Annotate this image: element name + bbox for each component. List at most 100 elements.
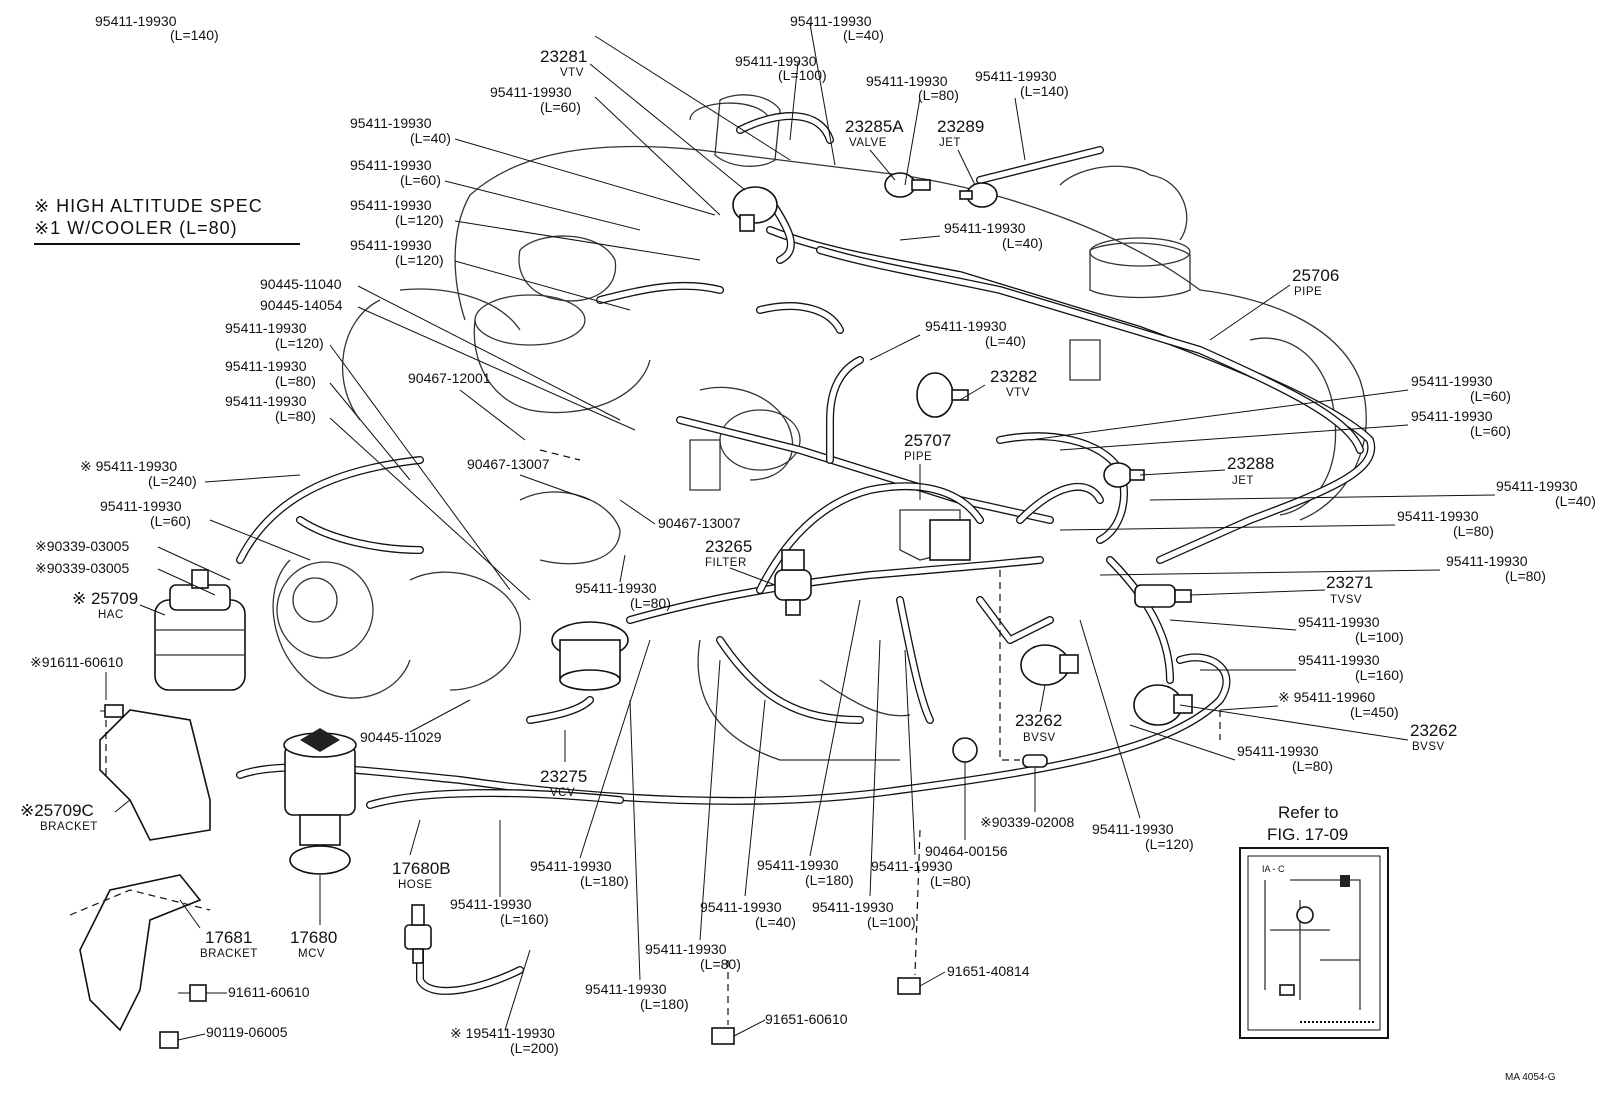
part-sublabel: (L=140) [1020, 83, 1069, 99]
tvsv-unit [1134, 584, 1192, 608]
part-sublabel: VCV [550, 787, 575, 799]
callout-h-l60-r1: 95411-19930(L=60) [1029, 373, 1511, 441]
part-number: ※ 95411-19930 [80, 458, 177, 474]
part-sublabel: (L=180) [805, 872, 854, 888]
part-sublabel: (L=80) [1505, 568, 1546, 584]
leader-line [329, 417, 531, 601]
callout-p-90339-b: ※90339-03005 [35, 560, 216, 596]
callout-p-90467-12001: 90467-12001 [408, 370, 526, 441]
leader-line [919, 971, 946, 987]
leader-line [1219, 705, 1279, 711]
part-sublabel: (L=60) [1470, 388, 1511, 404]
part-number: 90467-12001 [408, 370, 491, 386]
leader-line [409, 819, 421, 856]
callout-h-l140-right: 95411-19930(L=140) [975, 68, 1069, 161]
part-number: 95411-19930 [645, 941, 727, 957]
part-sublabel: (L=40) [755, 914, 796, 930]
part-number: 95411-19930 [1237, 743, 1319, 759]
leader-line [454, 138, 716, 216]
part-sublabel: (L=100) [778, 67, 827, 83]
clamp-90464-shape [952, 737, 978, 763]
plug-90339-02008-shape [1022, 754, 1048, 768]
bracket-25709c-shape [99, 709, 211, 841]
callout-h-l80-b: 95411-19930(L=80) [225, 358, 411, 481]
part-sublabel: (L=100) [867, 914, 916, 930]
callout-h-l40-top: 95411-19930(L=40) [790, 13, 884, 166]
callout-h-l100-r6: 95411-19930(L=100) [1169, 614, 1404, 645]
part-number: 95411-19930 [700, 899, 782, 915]
legend: ※ HIGH ALTITUDE SPEC ※1 W/COOLER (L=80) [34, 196, 300, 245]
leader-line [177, 1033, 206, 1041]
part-sublabel: JET [1232, 475, 1254, 487]
leader-line [744, 699, 766, 897]
part-number: 95411-19930 [1298, 614, 1380, 630]
part-number: 90467-13007 [658, 515, 741, 531]
leader-line [1059, 424, 1409, 451]
callout-h-l80-c: 95411-19930(L=80) [225, 393, 531, 601]
refer-thumbnail[interactable] [1239, 847, 1389, 1039]
part-number: 95411-19930 [575, 580, 657, 596]
part-number: 95411-19930 [95, 13, 177, 29]
part-sublabel: BVSV [1412, 741, 1445, 753]
callout-h-l80-r4: 95411-19930(L=80) [1059, 508, 1494, 539]
part-number: 23289 [937, 117, 984, 136]
part-number: 95411-19930 [1298, 652, 1380, 668]
part-sublabel: (L=60) [400, 172, 441, 188]
mcv-unit [283, 728, 357, 875]
part-sublabel: (L=40) [985, 333, 1026, 349]
part-sublabel: (L=80) [630, 595, 671, 611]
part-number: ※25709C [20, 801, 94, 820]
bolt-91651-60610 [711, 1027, 735, 1045]
leader-line [619, 554, 626, 583]
part-sublabel: (L=80) [275, 373, 316, 389]
part-number: 23282 [990, 367, 1037, 386]
leader-line [459, 389, 526, 441]
vcv-unit [551, 621, 629, 691]
leader-line [519, 474, 591, 501]
bolt-90119 [159, 1031, 179, 1049]
leader-line [594, 96, 721, 216]
callout-h-l40-mid: 95411-19930(L=40) [899, 220, 1043, 251]
leader-line [157, 568, 216, 596]
part-number: 95411-19930 [1397, 508, 1479, 524]
part-number: 95411-19930 [757, 857, 839, 873]
leader-line [789, 61, 799, 141]
leader-line [444, 180, 641, 231]
part-number: 17681 [205, 928, 252, 947]
part-sublabel: (L=140) [170, 27, 219, 43]
part-number: 95411-19930 [1446, 553, 1528, 569]
part-sublabel: TVSV [1330, 594, 1362, 606]
refer-box: Refer to FIG. 17-09 IA - C [1239, 803, 1389, 1039]
part-number: 90467-13007 [467, 456, 550, 472]
callout-h-l80-bot: 95411-19930(L=80) [871, 649, 971, 889]
part-sublabel: (L=80) [275, 408, 316, 424]
part-number: 95411-19930 [1496, 478, 1578, 494]
callout-h-l80-top: 95411-19930(L=80) [866, 73, 959, 186]
leader-line [957, 149, 976, 186]
callout-h-l40-vtv: 95411-19930(L=40) [869, 318, 1026, 361]
part-number: 95411-19930 [866, 73, 948, 89]
part-number: 25707 [904, 431, 951, 450]
part-number: 95411-19930 [225, 320, 307, 336]
leader-line [1169, 619, 1297, 631]
refer-line2: FIG. 17-09 [1267, 825, 1348, 844]
part-number: 25706 [1292, 266, 1339, 285]
part-number: 90445-14054 [260, 297, 343, 313]
part-sublabel: HAC [98, 609, 124, 621]
part-number: 95411-19930 [585, 981, 667, 997]
part-number: ※91611-60610 [30, 654, 123, 670]
part-number: 91651-40814 [947, 963, 1030, 979]
part-sublabel: (L=40) [843, 27, 884, 43]
part-number: 23262 [1015, 711, 1062, 730]
part-number: 23275 [540, 767, 587, 786]
leader-line [357, 306, 636, 431]
callout-h-l240: ※ 95411-19930(L=240) [80, 458, 301, 489]
part-number: 95411-19930 [225, 393, 307, 409]
part-sublabel: (L=60) [1470, 423, 1511, 439]
dashed-guides [69, 449, 1221, 1025]
callout-labels: 95411-19930(L=140)95411-19930(L=40)23281… [20, 13, 1596, 1056]
